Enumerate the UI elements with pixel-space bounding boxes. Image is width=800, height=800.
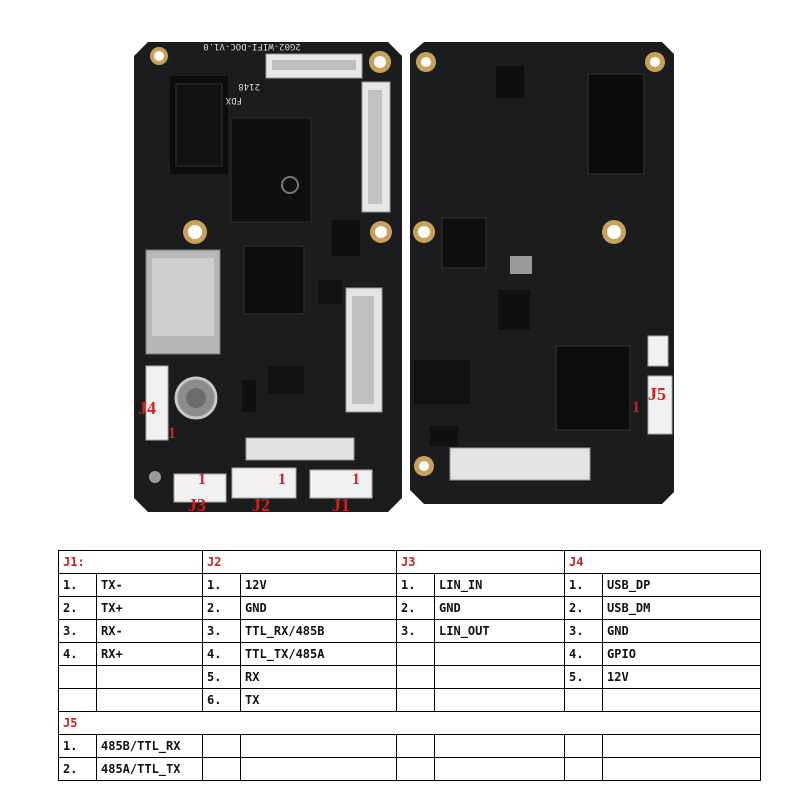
- pin-number: 5.: [202, 665, 241, 689]
- empty-cell: [96, 688, 203, 712]
- empty-cell: [434, 665, 566, 689]
- empty-cell: [564, 757, 604, 781]
- empty-cell: [396, 665, 436, 689]
- empty-cell: [434, 688, 566, 712]
- j1-header: J1:: [58, 550, 203, 574]
- empty-cell: [434, 757, 566, 781]
- pin1-marker-j4: 1: [168, 425, 176, 442]
- pin-number: 4.: [202, 642, 241, 666]
- empty-cell: [202, 734, 241, 758]
- empty-cell: [58, 665, 97, 689]
- empty-cell: [564, 688, 604, 712]
- table-row: 6. TX: [58, 688, 762, 712]
- pin-number: 2.: [202, 596, 241, 620]
- silkscreen-fdx: FDX: [225, 95, 242, 105]
- empty-cell: [602, 734, 762, 758]
- label-j3: J3: [188, 495, 206, 515]
- pin-signal: RX: [239, 665, 398, 689]
- empty-cell: [396, 734, 436, 758]
- pcb-board-back: [410, 42, 674, 504]
- empty-cell: [58, 688, 97, 712]
- pin1-marker-j3: 1: [198, 471, 206, 488]
- header-row: J1: J2 J3 J4: [58, 550, 762, 574]
- pin-number: 1.: [396, 573, 436, 597]
- pin-number: 2.: [58, 596, 97, 620]
- table-row: 1. TX- 1. 12V 1. LIN_IN 1. USB_DP: [58, 573, 762, 597]
- pin-signal: RX+: [96, 642, 203, 666]
- label-j1: J1: [332, 495, 350, 515]
- empty-cell: [202, 757, 241, 781]
- pin1-marker-j5: 1: [632, 399, 640, 416]
- table-row: 2. TX+ 2. GND 2. GND 2. USB_DM: [58, 596, 762, 620]
- pin-number: 2.: [564, 596, 604, 620]
- table-row: 1. 485B/TTL_RX: [58, 734, 762, 758]
- pin-signal: GND: [602, 619, 762, 643]
- pin-signal: TX: [239, 688, 398, 712]
- table-row: 4. RX+ 4. TTL_TX/485A 4. GPIO: [58, 642, 762, 666]
- pin-signal: GPIO: [602, 642, 762, 666]
- pin-signal: 12V: [239, 573, 398, 597]
- table-row: 5. RX 5. 12V: [58, 665, 762, 689]
- empty-cell: [434, 734, 566, 758]
- header-row: J5: [57, 711, 762, 735]
- pin-number: 1.: [58, 734, 97, 758]
- silkscreen-model: 2G02-WIFI-DOC-V1.0: [203, 41, 301, 51]
- empty-cell: [602, 757, 762, 781]
- label-j4: J4: [138, 398, 156, 418]
- j4-header: J4: [564, 550, 762, 574]
- j2-header: J2: [201, 550, 398, 574]
- pinout-table: J1: J2 J3 J4 1. TX- 1. 12V 1. LIN_IN 1. …: [57, 550, 762, 781]
- pin-number: 3.: [396, 619, 436, 643]
- pin-signal: 12V: [602, 665, 762, 689]
- empty-cell: [239, 757, 398, 781]
- pin-number: 3.: [202, 619, 241, 643]
- pin-signal: RX-: [96, 619, 203, 643]
- pin-number: 4.: [564, 642, 604, 666]
- pin-signal: TX+: [96, 596, 203, 620]
- empty-cell: [564, 734, 604, 758]
- pin-number: 2.: [396, 596, 436, 620]
- pin-number: 1.: [202, 573, 241, 597]
- pin-number: 5.: [564, 665, 604, 689]
- pin1-marker-j1: 1: [352, 471, 360, 488]
- pin-number: 4.: [58, 642, 97, 666]
- pin-signal: TTL_RX/485B: [239, 619, 398, 643]
- pin1-marker-j2: 1: [278, 471, 286, 488]
- j5-header: J5: [57, 711, 762, 735]
- pin-number: 3.: [58, 619, 97, 643]
- pin-number: 2.: [58, 757, 97, 781]
- j3-header: J3: [396, 550, 566, 574]
- pin-signal: USB_DM: [602, 596, 762, 620]
- pcb-board-front: 2G02-WIFI-DOC-V1.0 FDX 2148: [134, 41, 402, 512]
- pin-signal: USB_DP: [602, 573, 762, 597]
- empty-cell: [396, 757, 436, 781]
- table-row: 2. 485A/TTL_TX: [58, 757, 762, 781]
- empty-cell: [396, 642, 436, 666]
- empty-cell: [239, 734, 398, 758]
- pin-signal: 485A/TTL_TX: [96, 757, 203, 781]
- pin-signal: GND: [434, 596, 566, 620]
- pin-signal: TX-: [96, 573, 203, 597]
- pin-signal: LIN_IN: [434, 573, 566, 597]
- pin-number: 1.: [564, 573, 604, 597]
- pin-number: 1.: [58, 573, 97, 597]
- table-row: 3. RX- 3. TTL_RX/485B 3. LIN_OUT 3. GND: [58, 619, 762, 643]
- pin-signal: GND: [239, 596, 398, 620]
- empty-cell: [396, 688, 436, 712]
- silkscreen-date: 2148: [238, 81, 260, 91]
- empty-cell: [602, 688, 762, 712]
- pin-number: 6.: [202, 688, 241, 712]
- label-j5: J5: [648, 384, 666, 404]
- pin-number: 3.: [564, 619, 604, 643]
- empty-cell: [434, 642, 566, 666]
- label-j2: J2: [252, 495, 270, 515]
- empty-cell: [96, 665, 203, 689]
- pcb-photo: 2G02-WIFI-DOC-V1.0 FDX 2148 J4 J5 J3 J2 …: [134, 41, 674, 515]
- pin-signal: TTL_TX/485A: [239, 642, 398, 666]
- pin-signal: LIN_OUT: [434, 619, 566, 643]
- pin-signal: 485B/TTL_RX: [96, 734, 203, 758]
